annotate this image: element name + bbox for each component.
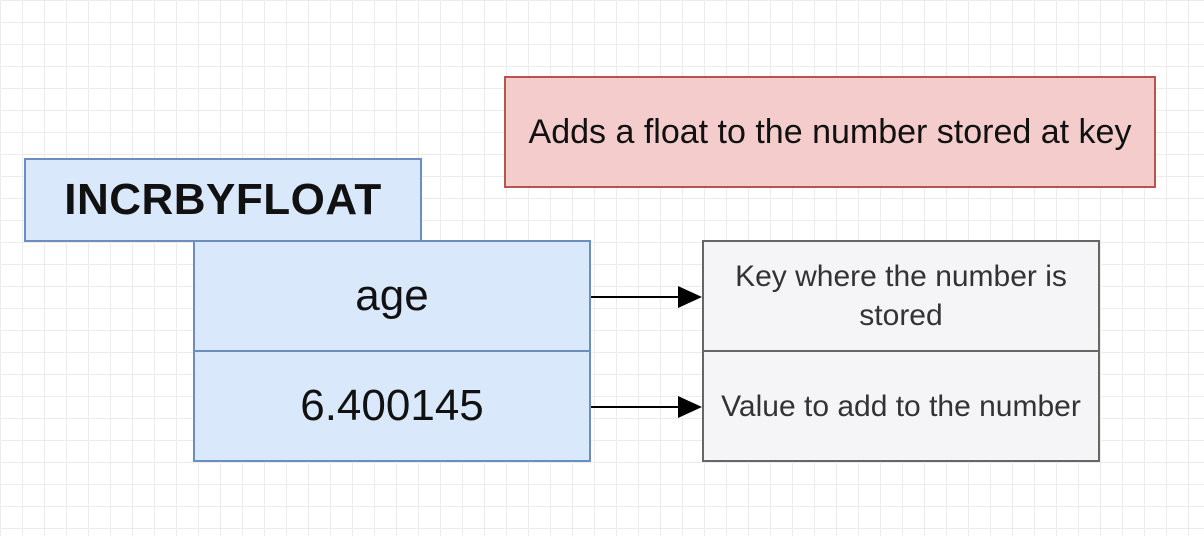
- argument-key-value: age: [355, 271, 429, 320]
- argument-key-note: Key where the number is stored: [702, 240, 1100, 352]
- argument-value-note-text: Value to add to the number: [721, 389, 1081, 423]
- command-description-text: Adds a float to the number stored at key: [528, 113, 1132, 151]
- command-name: INCRBYFLOAT: [64, 175, 382, 224]
- argument-value-box: 6.400145: [193, 350, 591, 462]
- argument-value-note: Value to add to the number: [702, 350, 1100, 462]
- argument-value-value: 6.400145: [300, 381, 484, 430]
- command-description: Adds a float to the number stored at key: [504, 76, 1156, 188]
- command-name-box: INCRBYFLOAT: [24, 158, 422, 242]
- arrow-value-to-note: [591, 396, 702, 418]
- argument-key-note-text: Key where the number is stored: [735, 260, 1067, 332]
- argument-key-box: age: [193, 240, 591, 352]
- arrow-key-to-note: [591, 286, 702, 308]
